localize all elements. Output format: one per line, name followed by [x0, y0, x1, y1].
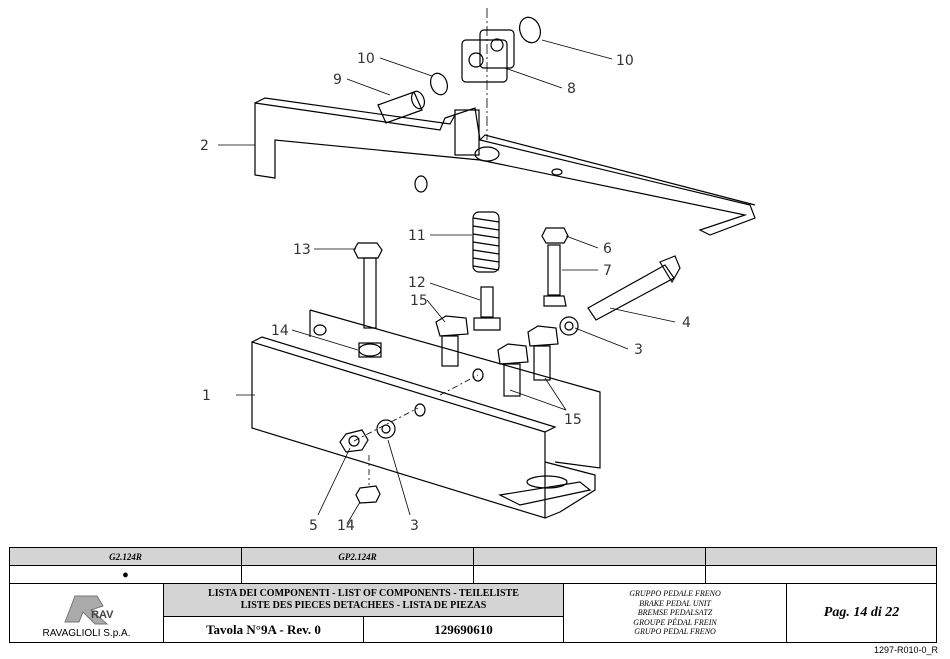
- callout-8: 8: [567, 81, 576, 97]
- title-block: G2.124R GP2.124R ● RAV RAVAGLIOLI S.p.A.…: [9, 547, 937, 643]
- group-name-fr: GROUPE PÉDAL FREIN: [633, 617, 717, 627]
- part-code: 129690610: [364, 617, 564, 642]
- bolt-part-4: [587, 264, 675, 321]
- model-mark-3: [474, 566, 706, 584]
- circlip-part-10: [519, 16, 541, 44]
- callout-15b: 15: [564, 412, 582, 428]
- svg-text:RAV: RAV: [91, 609, 114, 621]
- group-name-de: BREMSE PEDALSATZ: [637, 608, 713, 618]
- callout-3b: 3: [410, 518, 419, 534]
- pin-part-9: [377, 91, 423, 124]
- table-reference: Tavola N°9A - Rev. 0: [164, 617, 364, 642]
- callout-11: 11: [408, 228, 426, 244]
- callout-14a: 14: [271, 323, 289, 339]
- callout-13: 13: [293, 242, 311, 258]
- callout-5: 5: [309, 518, 318, 534]
- base-frame-part-1: [251, 341, 546, 519]
- callout-15a: 15: [410, 293, 428, 309]
- document-code: 1297-R010-0_R: [873, 645, 938, 655]
- pedal-lever-part-2: [254, 102, 756, 236]
- model-header-1: G2.124R: [10, 548, 242, 566]
- callout-4: 4: [682, 315, 691, 331]
- callout-1: 1: [202, 388, 211, 404]
- group-name-es: GRUPO PEDAL FRENO: [634, 627, 716, 637]
- group-names: GRUPPO PEDALE FRENO BRAKE PEDAL UNIT BRE…: [564, 584, 787, 642]
- model-header-4: [706, 548, 936, 566]
- model-mark-2: [242, 566, 474, 584]
- exploded-parts-drawing: 1 2 3 3 4 5 6 7 8 9 10 10 11 12 13 14 14…: [200, 8, 756, 534]
- drawing-lines: [251, 8, 756, 519]
- spring-part-11: [472, 211, 500, 273]
- page-number: Pag. 14 di 22: [823, 605, 900, 620]
- callout-3a: 3: [634, 342, 643, 358]
- components-title-line1: LISTA DEI COMPONENTI - LIST OF COMPONENT…: [208, 588, 519, 599]
- callouts: 1 2 3 3 4 5 6 7 8 9 10 10 11 12 13 14 14…: [200, 51, 691, 534]
- company-name: RAVAGLIOLI S.p.A.: [42, 628, 131, 639]
- components-title: LISTA DEI COMPONENTI - LIST OF COMPONENT…: [164, 584, 564, 617]
- model-mark-4: [706, 566, 936, 584]
- callout-9: 9: [333, 72, 342, 88]
- callout-10b: 10: [616, 53, 634, 69]
- company-cell: RAV RAVAGLIOLI S.p.A.: [10, 584, 164, 642]
- callout-6: 6: [603, 241, 612, 257]
- bracket-part-8: [461, 39, 508, 83]
- callout-12: 12: [408, 275, 426, 291]
- components-title-line2: LISTE DES PIECES DETACHEES - LISTA DE PI…: [240, 600, 487, 611]
- model-header-2: GP2.124R: [242, 548, 474, 566]
- callout-2: 2: [200, 138, 209, 154]
- callout-10a: 10: [357, 51, 375, 67]
- callout-14b: 14: [337, 518, 355, 534]
- leader-lines: [218, 39, 676, 525]
- group-name-en: BRAKE PEDAL UNIT: [639, 598, 711, 608]
- bolt-part-13: [353, 242, 383, 259]
- model-mark-1: ●: [10, 566, 242, 584]
- callout-7: 7: [603, 263, 612, 279]
- group-name-it: GRUPPO PEDALE FRENO: [629, 589, 721, 599]
- ravaglioli-logo: RAV: [63, 595, 114, 625]
- model-header-3: [474, 548, 706, 566]
- flange-screw-part-15: [435, 315, 559, 397]
